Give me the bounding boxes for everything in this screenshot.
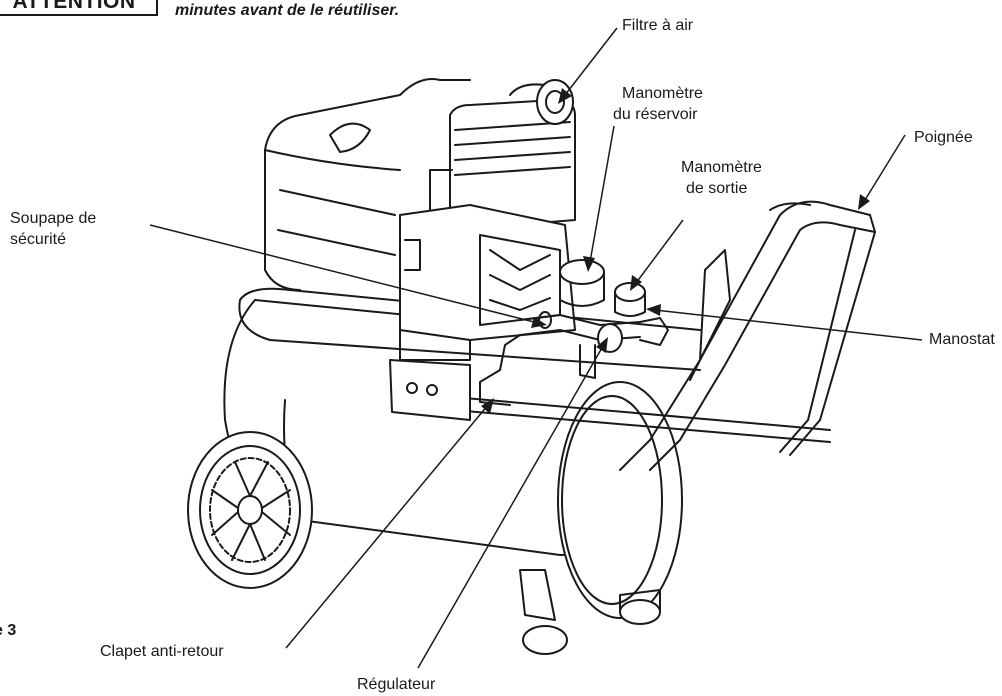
label-soupape-line1: Soupape de <box>10 210 97 227</box>
motor-shroud <box>264 78 471 291</box>
leader-poignee <box>864 134 906 201</box>
label-soupape-line2: sécurité <box>10 231 67 248</box>
label-manometre-sortie-line1: Manomètre <box>681 159 762 176</box>
leader-regulateur <box>417 345 604 669</box>
leader-clapet <box>285 404 489 649</box>
label-manostat: Manostat <box>929 331 995 348</box>
figure-number: e 3 <box>0 622 17 639</box>
leader-mano-reservoir <box>589 125 615 263</box>
arrow-poignee <box>858 194 870 210</box>
bracket <box>389 359 471 421</box>
arrow-mano-sortie <box>630 275 642 291</box>
label-regulateur: Régulateur <box>357 676 436 693</box>
arrow-filtre <box>558 88 572 104</box>
crankcase <box>399 204 576 361</box>
wheel <box>187 431 313 589</box>
label-manometre-sortie-line2: de sortie <box>686 180 748 197</box>
handle <box>619 200 876 471</box>
manifold <box>479 259 669 406</box>
pump-head <box>429 79 576 291</box>
label-manometre-reservoir-line1: Manomètre <box>622 85 703 102</box>
arrow-manostat <box>646 304 661 316</box>
arrow-soupape <box>531 317 547 328</box>
tank-feet <box>519 569 661 655</box>
label-filtre-a-air: Filtre à air <box>622 17 694 34</box>
attention-badge: ATTENTION <box>0 0 158 16</box>
leader-mano-sortie <box>635 219 684 284</box>
warning-text: minutes avant de le réutiliser. <box>175 2 400 19</box>
arrow-mano-reservoir <box>583 256 595 272</box>
arrow-regulateur <box>596 337 608 353</box>
leader-manostat <box>654 309 923 341</box>
arrow-clapet <box>481 398 494 414</box>
leader-filtre <box>564 27 618 96</box>
label-poignee: Poignée <box>914 129 973 146</box>
label-manometre-reservoir-line2: du réservoir <box>613 106 698 123</box>
label-clapet-anti-retour: Clapet anti-retour <box>100 643 224 660</box>
leader-soupape <box>149 224 539 324</box>
